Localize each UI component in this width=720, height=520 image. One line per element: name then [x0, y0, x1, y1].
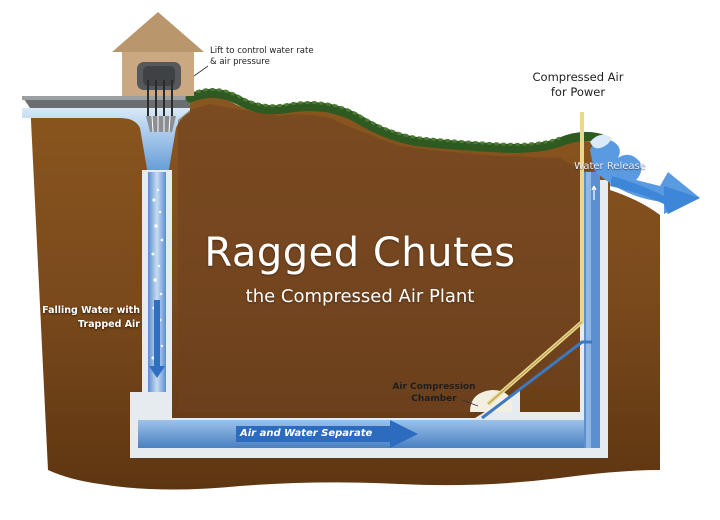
falling-water-label: Falling Water with Trapped Air — [42, 305, 140, 330]
grass-highlight — [189, 88, 561, 146]
cavern-interior — [178, 104, 580, 412]
grass-line — [185, 89, 610, 153]
separation-arrow — [236, 420, 418, 448]
compressed-air-pipe-shade — [487, 321, 583, 405]
riser-water-highlight — [586, 172, 591, 448]
water-release-label: Water Release — [574, 161, 646, 172]
lift-label: Lift to control water rate & air pressur… — [210, 46, 314, 67]
house-roof — [112, 12, 204, 52]
water-release-foam — [590, 134, 612, 149]
diagram-title: Ragged Chutes — [204, 230, 516, 276]
diagram-subtitle: the Compressed Air Plant — [245, 286, 475, 307]
intake-water — [22, 108, 190, 175]
lift-leader-line — [193, 65, 209, 77]
air-compression-chamber-label: Air Compression Chamber — [392, 382, 476, 404]
water-release-arrow — [610, 176, 700, 214]
control-house — [112, 12, 204, 133]
water-pipe — [481, 340, 592, 420]
vertical-shaft-water — [148, 172, 166, 408]
chamber-leader-line — [461, 399, 479, 407]
compressed-air-label: Compressed Air for Power — [532, 70, 624, 99]
air-water-separate-label: Air and Water Separate — [240, 428, 373, 439]
release-up-arrow — [591, 185, 597, 200]
down-arrow — [149, 300, 165, 378]
intake-grate — [146, 116, 176, 132]
